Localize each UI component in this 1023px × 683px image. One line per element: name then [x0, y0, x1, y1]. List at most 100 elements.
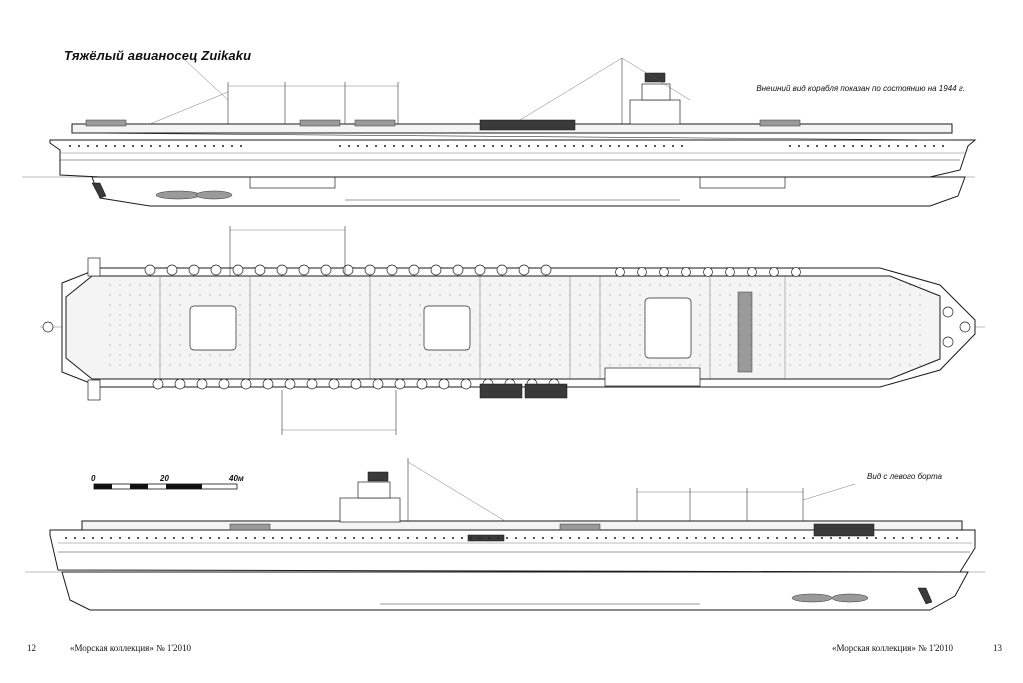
- tie-down: [259, 324, 261, 326]
- porthole: [731, 537, 733, 539]
- porthole: [119, 537, 121, 539]
- tie-down: [569, 294, 571, 296]
- tie-down: [609, 354, 611, 356]
- porthole: [803, 537, 805, 539]
- tie-down: [499, 364, 501, 366]
- tie-down: [339, 304, 341, 306]
- tie-down: [549, 324, 551, 326]
- porthole: [74, 537, 76, 539]
- tie-down: [199, 354, 201, 356]
- gun-tub: [174, 378, 186, 390]
- tie-down: [749, 334, 751, 336]
- porthole: [105, 145, 107, 147]
- deck-tie-downs: [109, 284, 921, 366]
- tie-down: [809, 334, 811, 336]
- tie-down: [109, 314, 111, 316]
- tie-down: [569, 334, 571, 336]
- gun-tub: [320, 264, 332, 276]
- tie-down: [319, 334, 321, 336]
- tie-down: [439, 284, 441, 286]
- porthole: [155, 537, 157, 539]
- tie-down: [179, 284, 181, 286]
- porthole: [915, 145, 917, 147]
- tie-down: [139, 364, 141, 366]
- tie-down: [899, 344, 901, 346]
- gun-tub: [681, 267, 691, 277]
- tie-down: [129, 334, 131, 336]
- porthole: [254, 537, 256, 539]
- tie-down: [219, 364, 221, 366]
- tie-down: [829, 334, 831, 336]
- tie-down: [579, 324, 581, 326]
- tie-down: [739, 364, 741, 366]
- tie-down: [579, 304, 581, 306]
- tie-down: [349, 334, 351, 336]
- tie-down: [399, 294, 401, 296]
- tie-down: [269, 284, 271, 286]
- tie-down: [349, 304, 351, 306]
- tie-down: [359, 324, 361, 326]
- tie-down: [819, 284, 821, 286]
- tie-down: [349, 364, 351, 366]
- tie-down: [649, 284, 651, 286]
- porthole: [96, 145, 98, 147]
- tie-down: [309, 304, 311, 306]
- tie-down: [589, 324, 591, 326]
- tie-down: [129, 304, 131, 306]
- rudder-top: [91, 182, 107, 199]
- gun-tub: [254, 264, 266, 276]
- tie-down: [899, 334, 901, 336]
- boat-plan-2: [524, 383, 568, 399]
- tie-down: [349, 314, 351, 316]
- tie-down: [399, 344, 401, 346]
- tie-down: [359, 304, 361, 306]
- tie-down: [749, 294, 751, 296]
- tie-down: [889, 354, 891, 356]
- tie-down: [899, 364, 901, 366]
- tie-down: [539, 344, 541, 346]
- tie-down: [239, 304, 241, 306]
- tie-down: [179, 304, 181, 306]
- tie-down: [319, 324, 321, 326]
- tie-down: [669, 364, 671, 366]
- porthole: [672, 145, 674, 147]
- tie-down: [319, 344, 321, 346]
- tie-down: [539, 284, 541, 286]
- tie-down: [879, 324, 881, 326]
- tie-down: [799, 304, 801, 306]
- tie-down: [349, 344, 351, 346]
- tie-down: [709, 314, 711, 316]
- tie-down: [799, 364, 801, 366]
- tie-down: [209, 284, 211, 286]
- tie-down: [499, 354, 501, 356]
- gun-sponson-4: [759, 119, 801, 127]
- tie-down: [269, 324, 271, 326]
- gun-tub: [659, 267, 669, 277]
- radar-top: [644, 72, 666, 83]
- tie-down: [519, 364, 521, 366]
- porthole: [218, 537, 220, 539]
- porthole: [893, 537, 895, 539]
- tie-down: [329, 364, 331, 366]
- porthole: [366, 145, 368, 147]
- porthole: [591, 145, 593, 147]
- tie-down: [239, 334, 241, 336]
- tie-down: [319, 314, 321, 316]
- porthole: [659, 537, 661, 539]
- tie-down: [629, 354, 631, 356]
- tie-down: [289, 284, 291, 286]
- porthole: [339, 145, 341, 147]
- tie-down: [729, 364, 731, 366]
- gun-tub: [328, 378, 340, 390]
- tie-down: [199, 284, 201, 286]
- tie-down: [489, 314, 491, 316]
- tie-down: [869, 364, 871, 366]
- tie-down: [249, 364, 251, 366]
- porthole: [560, 537, 562, 539]
- porthole: [168, 145, 170, 147]
- tie-down: [309, 354, 311, 356]
- tie-down: [419, 294, 421, 296]
- tie-down: [409, 344, 411, 346]
- tie-down: [719, 314, 721, 316]
- tie-down: [309, 284, 311, 286]
